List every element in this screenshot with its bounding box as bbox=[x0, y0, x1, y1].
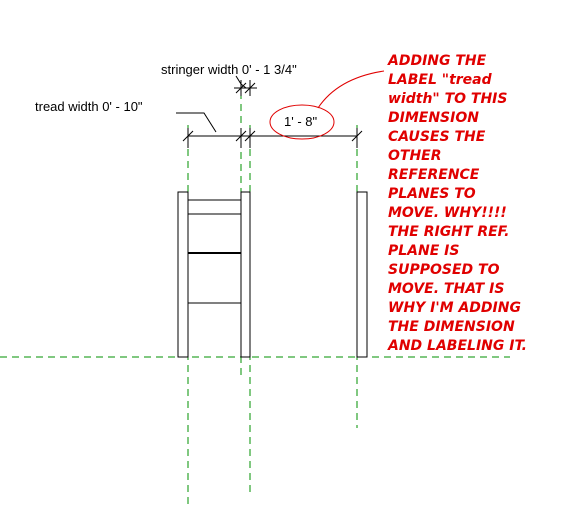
highlight-circle bbox=[269, 104, 335, 140]
note-line: ADDING THE bbox=[387, 53, 487, 69]
dimension-value[interactable]: 1' - 8" bbox=[284, 114, 317, 129]
note-line: OTHER bbox=[388, 148, 442, 164]
dimension-tick bbox=[244, 82, 256, 94]
note-line: SUPPOSED TO bbox=[388, 262, 500, 278]
note-line: THE DIMENSION bbox=[388, 319, 515, 335]
annotation-note: ADDING THE LABEL "tread width" TO THIS D… bbox=[387, 53, 527, 354]
note-line: WHY I'M ADDING bbox=[388, 300, 521, 316]
tread-width-leader bbox=[176, 112, 217, 133]
note-line: width" TO THIS bbox=[388, 91, 507, 107]
tread-width-label[interactable]: tread width 0' - 10" bbox=[35, 99, 143, 114]
note-line: PLANE IS bbox=[388, 243, 459, 259]
note-line: MOVE. WHY!!!! bbox=[388, 205, 507, 221]
note-line: CAUSES THE bbox=[388, 129, 486, 145]
note-line: AND LABELING IT. bbox=[387, 338, 527, 354]
left-stringer[interactable] bbox=[177, 191, 189, 358]
dimension-tick bbox=[235, 130, 247, 142]
dimension-tick bbox=[244, 130, 256, 142]
note-leader bbox=[317, 70, 385, 109]
dimension-string[interactable] bbox=[182, 128, 363, 148]
note-line: THE RIGHT REF. bbox=[388, 224, 509, 240]
middle-stringer[interactable] bbox=[240, 191, 251, 358]
dimension-tick bbox=[235, 82, 247, 94]
right-stringer[interactable] bbox=[356, 191, 368, 358]
stringer-width-dimension[interactable] bbox=[234, 75, 257, 96]
note-line: MOVE. THAT IS bbox=[388, 281, 504, 297]
note-line: REFERENCE bbox=[388, 167, 480, 183]
stair-geometry bbox=[177, 191, 368, 358]
dimension-tick bbox=[351, 130, 363, 142]
note-line: LABEL "tread bbox=[388, 72, 493, 88]
stringer-width-label[interactable]: stringer width 0' - 1 3/4" bbox=[161, 62, 297, 77]
dimension-tick bbox=[182, 130, 194, 142]
leader-line bbox=[235, 75, 247, 89]
note-line: PLANES TO bbox=[388, 186, 476, 202]
note-line: DIMENSION bbox=[388, 110, 479, 126]
